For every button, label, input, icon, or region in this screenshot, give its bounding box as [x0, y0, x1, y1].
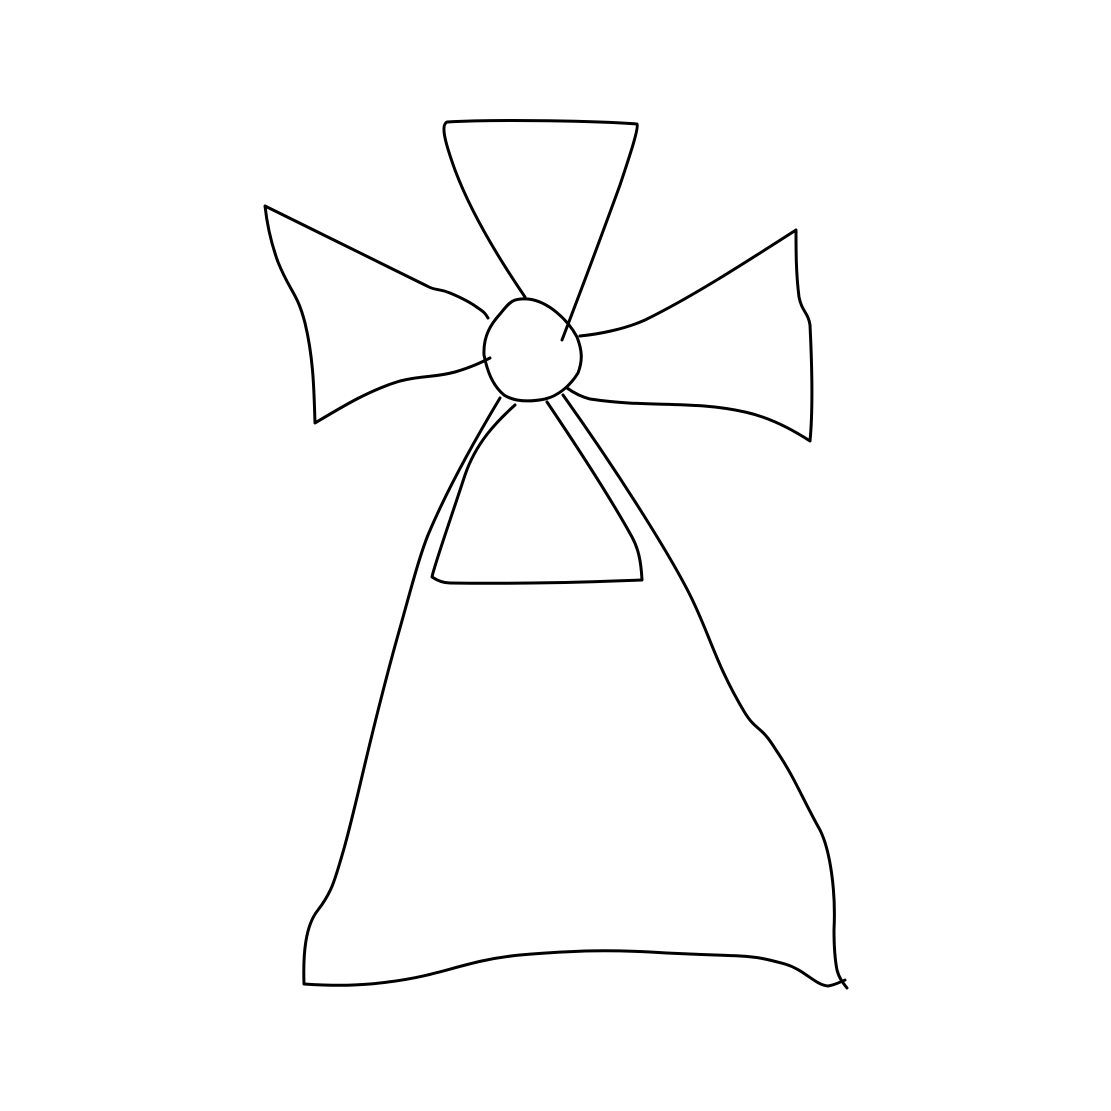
windmill-blade-right	[565, 228, 814, 443]
windmill-blade-top	[442, 119, 639, 342]
windmill-hub	[482, 297, 583, 403]
windmill-tower-right-edge	[561, 393, 849, 990]
windmill-blade-left	[263, 204, 492, 425]
windmill-blade-bottom	[430, 400, 644, 585]
windmill-tower	[302, 396, 847, 988]
